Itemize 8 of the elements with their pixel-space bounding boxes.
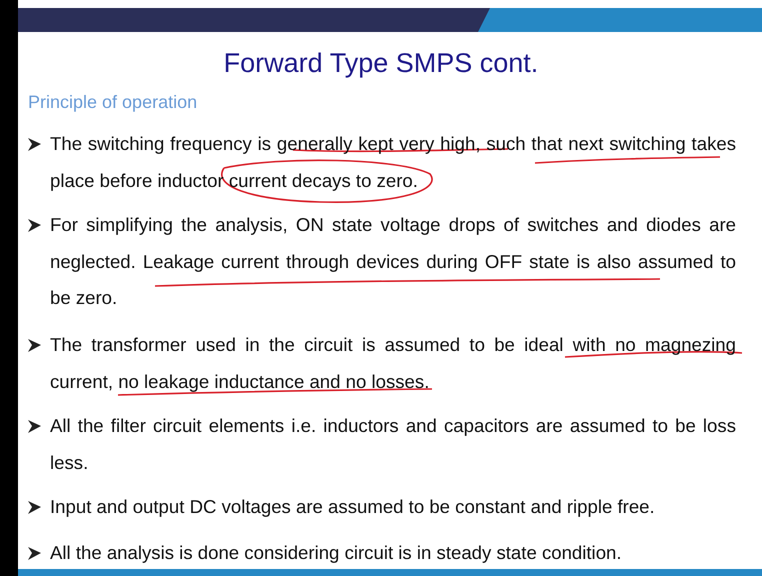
bullet-text: All the filter circuit elements i.e. inductors and capacitors are assumed to be loss less.: [50, 414, 736, 474]
bullet-text: All the analysis is done considering circuit is in steady state condition.: [50, 541, 623, 565]
bullet-text: The switching frequency is generally kept very high, such that next switching takes place before inductor current decays to zero.: [50, 132, 736, 193]
slide-title: Forward Type SMPS cont.: [222, 48, 540, 79]
subtitle: Principle of operation: [28, 92, 198, 113]
bullet-text: For simplifying the analysis, ON state voltage drops of switches and diodes are neglected. Leakage current through devices during OFF state is also assumed to be zero.: [50, 213, 736, 310]
bullet-text: The transformer used in the circuit is assumed to be ideal with no magnezing current, no leakage inductance and no losses.: [50, 333, 736, 394]
bullet-text: Input and output DC voltages are assumed to be constant and ripple free.: [50, 495, 656, 519]
